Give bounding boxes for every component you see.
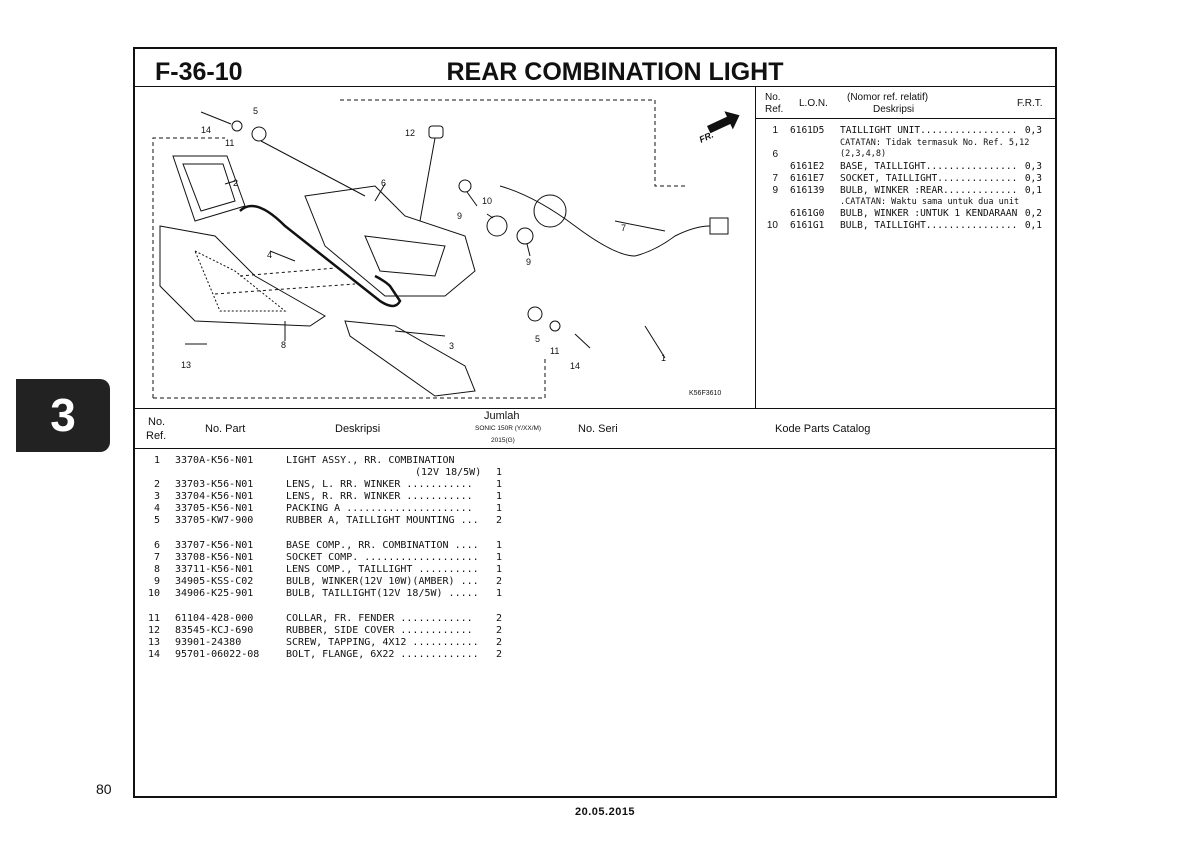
connector (709, 217, 729, 235)
lon-header-desc-top: (Nomor ref. relatif) (847, 92, 929, 103)
parts-header-no: No. (148, 416, 166, 428)
page-frame (133, 47, 1057, 798)
socket-7 (533, 194, 567, 228)
leader-lines (224, 137, 666, 359)
lon-note: CATATAN: Tidak termasuk No. Ref. 5,12 (840, 138, 1030, 148)
callout-3: 3 (449, 341, 454, 351)
parts-header-ref: Ref. (146, 430, 167, 442)
lon-header-divider (756, 118, 1055, 119)
bulb-10 (486, 215, 508, 237)
callout-6: 6 (381, 178, 386, 188)
lon-header-ref: Ref. (765, 104, 784, 115)
rubber-grommet (251, 126, 267, 142)
parts-header-desc: Deskripsi (335, 423, 381, 435)
parts-header-model: SONIC 150R (Y/XX/M) (475, 425, 542, 432)
page-title: REAR COMBINATION LIGHT (446, 58, 784, 86)
collar-11 (231, 120, 243, 132)
rubber-12 (428, 125, 444, 139)
callout-14b: 14 (570, 361, 580, 371)
callout-4: 4 (267, 250, 272, 260)
callout-9b: 9 (526, 257, 531, 267)
bolt-14b (574, 333, 591, 349)
bulb-9a (458, 179, 472, 193)
assembly-boundary (152, 99, 685, 398)
lon-header-no: No. (765, 92, 781, 103)
callout-5b: 5 (535, 334, 540, 344)
wire-harness (499, 185, 711, 257)
bulb-9b (516, 227, 534, 245)
parts-header-part: No. Part (205, 423, 246, 435)
parts-header-seri: No. Seri (578, 423, 618, 435)
base-comp-grid (364, 235, 446, 277)
callout-9a: 9 (457, 211, 462, 221)
fr-arrow (707, 111, 740, 134)
callout-10: 10 (482, 196, 492, 206)
assembly-boundary-lower (153, 356, 546, 399)
chapter-tab: 3 (16, 379, 110, 452)
header-divider (135, 86, 1055, 87)
callout-1: 1 (661, 353, 666, 363)
base-comp-shape (304, 185, 476, 297)
callout-8: 8 (281, 340, 286, 350)
parts-header-jumlah: Jumlah (484, 410, 520, 422)
lens-left-inner (182, 163, 236, 212)
parts-row: 1 (496, 467, 503, 478)
lon-header-desc: Deskripsi (873, 104, 915, 115)
lon-note: .CATATAN: Waktu sama untuk dua unit (840, 197, 1020, 207)
packing-shape (239, 204, 402, 308)
parts-table-top (135, 408, 1055, 409)
exploded-diagram: FR. 14 11 5 12 2 6 10 9 9 7 4 13 8 3 5 1… (152, 99, 740, 399)
lens-taillight-shape (159, 225, 326, 327)
parts-header-catalog: Kode Parts Catalog (775, 423, 871, 435)
callout-14: 14 (201, 125, 211, 135)
callout-13: 13 (181, 360, 191, 370)
lon-header-frt: F.R.T. (1017, 98, 1043, 109)
lon-header-lon: L.O.N. (799, 98, 828, 109)
footer-date: 20.05.2015 (575, 806, 636, 818)
parts-row-continuation: (12V 18/5W) (415, 467, 482, 478)
lon-note-cont: (2,3,4,8) (840, 149, 887, 159)
callout-11b: 11 (550, 346, 559, 356)
callout-11: 11 (225, 138, 234, 148)
lens-right-shape (344, 320, 476, 397)
parts-header-divider (135, 448, 1055, 449)
parts-header-year: 2015(G) (491, 437, 515, 444)
separator-dashes (214, 267, 356, 295)
collar-11b (549, 320, 561, 332)
section-code: F-36-10 (155, 58, 243, 86)
bolt-14 (200, 111, 232, 125)
callout-12: 12 (405, 128, 415, 138)
diagram-code: K56F3610 (689, 390, 721, 397)
lon-row: 6 (772, 149, 778, 160)
callout-7: 7 (621, 223, 626, 233)
diagram-divider (755, 86, 756, 408)
lens-taillight-inner (194, 249, 287, 312)
rubber-5b (527, 306, 543, 322)
callout-5: 5 (253, 106, 258, 116)
callout-2: 2 (233, 178, 238, 188)
page-number: 80 (96, 781, 112, 797)
lens-left-shape (172, 155, 246, 222)
